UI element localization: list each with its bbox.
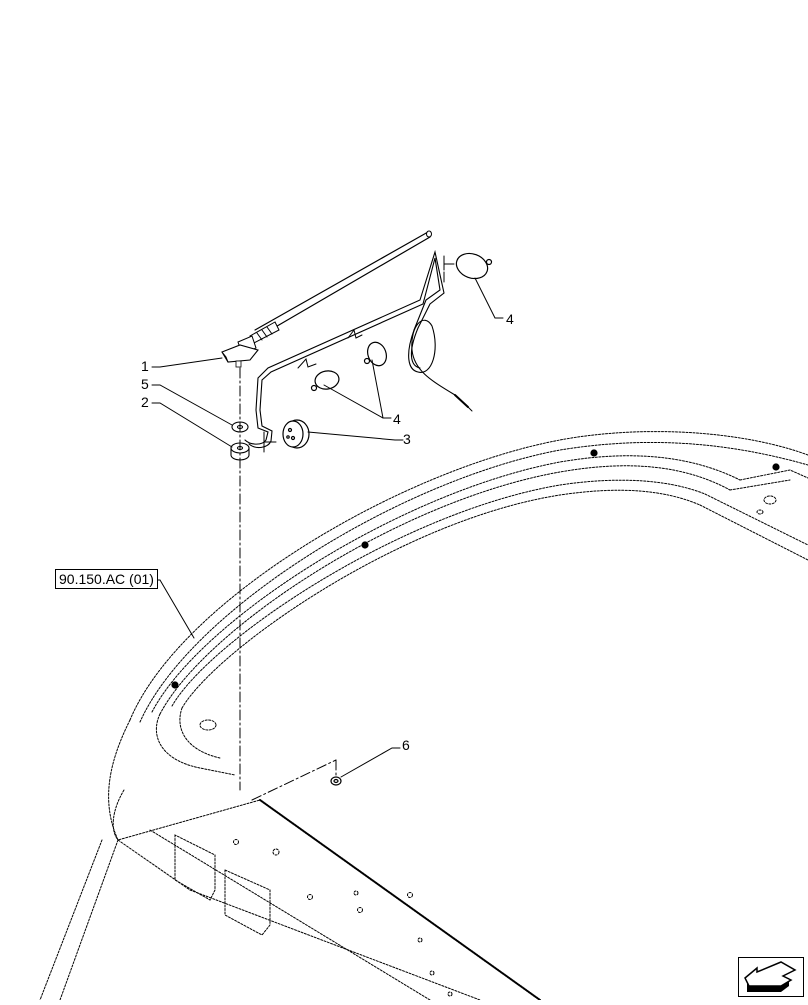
arrow-glyph <box>744 961 797 992</box>
frame-fasteners <box>171 449 780 689</box>
frame-edge <box>259 799 541 1001</box>
direction-arrow-icon[interactable] <box>738 957 804 997</box>
callout-5: 5 <box>141 376 149 392</box>
antenna-cable <box>244 249 473 449</box>
leader-lines <box>151 277 504 778</box>
antenna <box>221 230 432 368</box>
callout-3: 3 <box>403 431 411 447</box>
reference-link-box[interactable]: 90.150.AC (01) <box>55 569 158 589</box>
callout-6: 6 <box>402 737 410 753</box>
grommet <box>282 419 310 449</box>
clip-markers <box>263 255 455 453</box>
cable-clips <box>310 252 493 392</box>
nut <box>330 776 342 786</box>
callout-4-lower: 4 <box>393 411 401 427</box>
callout-2: 2 <box>141 394 149 410</box>
callout-1: 1 <box>141 358 149 374</box>
callout-4-upper: 4 <box>506 311 514 327</box>
centre-lines <box>239 367 337 801</box>
cab-roof-frame <box>39 431 808 1001</box>
